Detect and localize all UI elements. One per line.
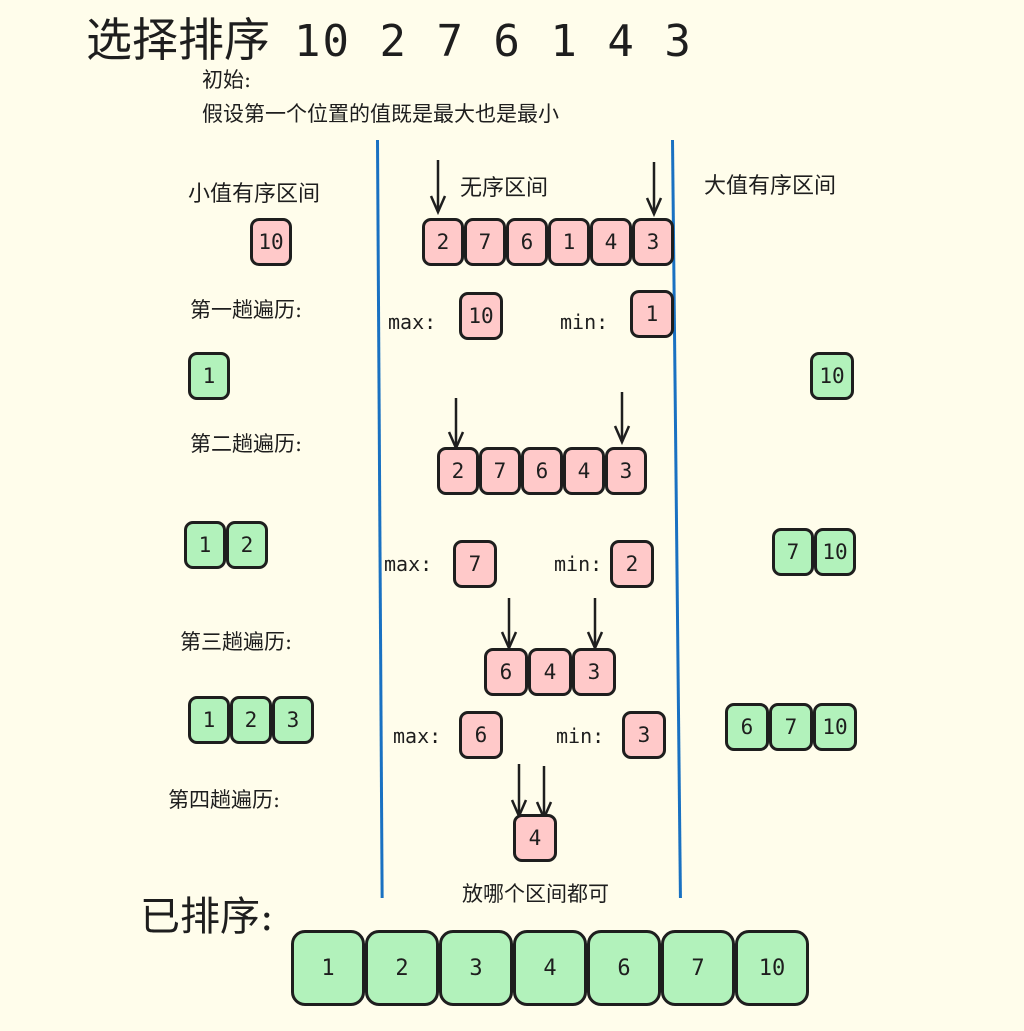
initial-left-row: 10 [250,218,292,266]
arrow-down-icon [586,598,604,652]
cell: 4 [563,447,605,495]
cell: 10 [814,528,856,576]
pass3-min-label: min: [556,724,605,748]
cell: 2 [437,447,479,495]
arrow-down-icon [613,392,631,446]
arrow-down-icon [447,398,465,452]
arrow-down-icon [429,160,447,216]
pass3-left-row: 1 2 3 [188,696,314,744]
cell: 6 [521,447,563,495]
cell: 2 [365,930,439,1006]
title-text: 选择排序 [86,13,270,67]
left-divider-line [376,139,384,898]
pass1-label: 第一趟遍历: [190,298,303,322]
pass2-unsorted-row: 2 7 6 4 3 [437,447,647,495]
cell: 7 [479,447,521,495]
cell: 1 [184,521,226,569]
cell: 4 [513,930,587,1006]
pass3-min-cell: 3 [622,711,666,759]
cell: 7 [772,528,814,576]
cell: 3 [272,696,314,744]
cell: 10 [735,930,809,1006]
pass3-max-label: max: [393,724,442,748]
cell: 6 [587,930,661,1006]
sorted-row: 1 2 3 4 6 7 10 [291,930,809,1006]
cell: 10 [250,218,292,266]
pass2-max-cell: 7 [453,540,497,588]
cell: 10 [813,703,857,751]
title-sequence: 10 2 7 6 1 4 3 [294,16,693,67]
pass2-left-row: 1 2 [184,521,268,569]
cell: 2 [226,521,268,569]
cell: 6 [484,648,528,696]
page-title: 选择排序 10 2 7 6 1 4 3 [86,4,693,70]
pass2-min-label: min: [554,552,603,576]
pass2-min-cell: 2 [610,540,654,588]
header-left-sorted: 小值有序区间 [188,182,321,207]
pass1-max-label: max: [388,310,437,334]
cell: 4 [590,218,632,266]
pass1-min-cell: 1 [630,290,674,338]
cell: 7 [661,930,735,1006]
cell: 4 [528,648,572,696]
sorted-label: 已排序: [140,894,274,940]
intro-line2: 假设第一个位置的值既是最大也是最小 [202,102,559,126]
header-right-sorted: 大值有序区间 [704,174,837,199]
pass3-right-row: 6 7 10 [725,703,857,751]
arrow-down-icon [500,598,518,652]
pass3-unsorted-row: 6 4 3 [484,648,616,696]
pass1-min-label: min: [560,310,609,334]
pass1-max-cell: 10 [459,292,503,340]
pass3-max-cell: 6 [459,711,503,759]
cell: 1 [188,696,230,744]
cell: 6 [506,218,548,266]
cell: 1 [291,930,365,1006]
cell: 3 [572,648,616,696]
pass1-left-cell: 1 [188,352,230,400]
pass2-label: 第二趟遍历: [190,432,303,456]
cell: 2 [422,218,464,266]
pass4-note: 放哪个区间都可 [462,882,609,906]
arrow-down-icon [645,162,663,218]
pass1-right-cell: 10 [810,352,854,400]
cell: 3 [605,447,647,495]
pass4-cell: 4 [513,814,557,862]
pass2-right-row: 7 10 [772,528,856,576]
pass4-label: 第四趟遍历: [168,788,281,812]
pass2-max-label: max: [384,552,433,576]
cell: 7 [769,703,813,751]
header-unsorted: 无序区间 [460,176,549,201]
pass3-label: 第三趟遍历: [180,630,293,654]
cell: 2 [230,696,272,744]
cell: 7 [464,218,506,266]
initial-unsorted-row: 2 7 6 1 4 3 [422,218,674,266]
cell: 6 [725,703,769,751]
intro-line1: 初始: [202,68,252,92]
cell: 1 [548,218,590,266]
cell: 3 [632,218,674,266]
cell: 3 [439,930,513,1006]
